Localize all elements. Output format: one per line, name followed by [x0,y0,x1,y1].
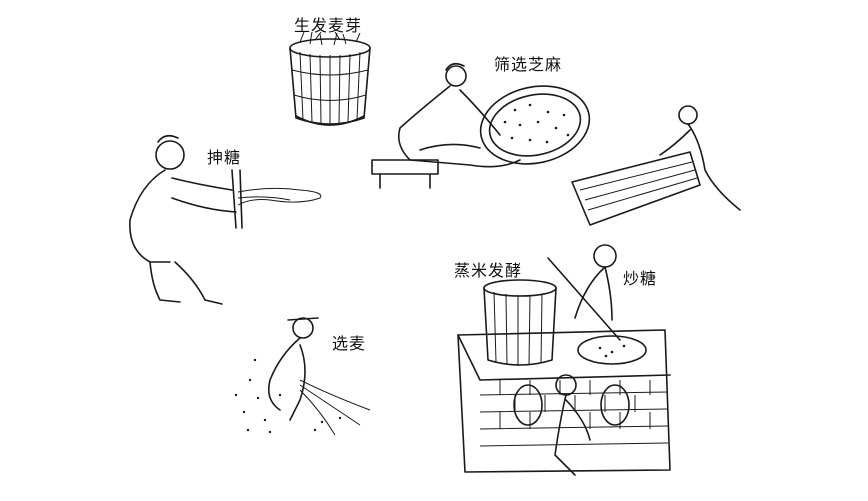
scene-label-stir-fry-sugar: 炒糖 [623,269,658,288]
drying-rack-figure [571,105,741,226]
pull-sugar-figure [129,134,322,305]
scene-label-select-wheat: 选麦 [332,334,367,353]
sprout-barley-basket [289,31,371,126]
scene-label-sift-sesame: 筛选芝麻 [494,55,563,74]
stove-structure [457,244,671,476]
scene-label-pull-sugar: 抻糖 [207,148,242,167]
sift-sesame-figure [371,62,591,189]
select-wheat-figure [234,317,371,436]
scene-label-steam-rice-ferment: 蒸米发酵 [454,261,523,280]
scene-label-sprout-barley: 生发麦芽 [294,16,363,35]
